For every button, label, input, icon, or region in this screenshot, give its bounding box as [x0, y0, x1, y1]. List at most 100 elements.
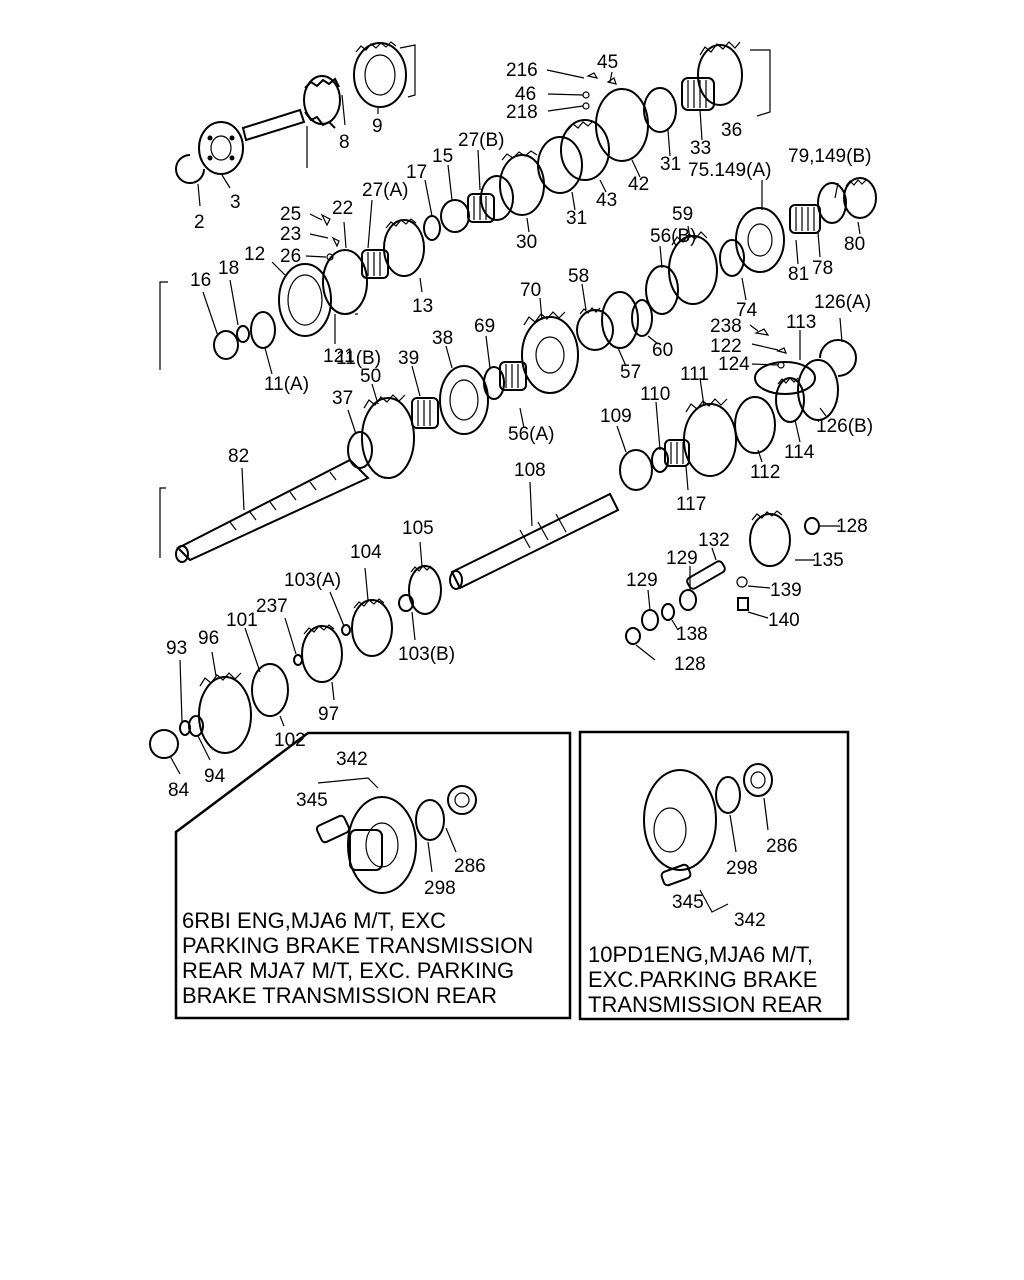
label-45: 45: [597, 52, 618, 73]
label-132: 132: [698, 530, 730, 551]
label-218: 218: [506, 102, 538, 123]
label-37: 37: [332, 388, 353, 409]
label-122: 122: [710, 336, 742, 357]
mainshaft-middle-row: [347, 283, 857, 479]
label-105: 105: [402, 518, 434, 539]
label-22: 22: [332, 198, 353, 219]
inset2-label-298: 298: [726, 858, 758, 879]
label-103b: 103(B): [398, 644, 455, 665]
label-140: 140: [768, 610, 800, 631]
label-39: 39: [398, 348, 419, 369]
label-31b: 31: [660, 154, 681, 175]
left-caption-line-4: BRAKE TRANSMISSION REAR: [182, 983, 497, 1008]
inset1-label-298: 298: [424, 878, 456, 899]
label-93: 93: [166, 638, 187, 659]
label-124: 124: [718, 354, 750, 375]
input-shaft-group: [175, 41, 416, 207]
label-33: 33: [690, 138, 711, 159]
label-43: 43: [596, 190, 617, 211]
label-46: 46: [515, 84, 536, 105]
label-80: 80: [844, 234, 865, 255]
label-11a: 11(A): [264, 374, 309, 395]
label-117: 117: [676, 494, 706, 515]
inset2-label-342: 342: [734, 910, 766, 931]
label-74: 74: [736, 300, 758, 321]
mainshaft-right-end: [645, 177, 877, 315]
label-57: 57: [620, 362, 641, 383]
inset2-label-286: 286: [766, 836, 798, 857]
label-78: 78: [812, 258, 833, 279]
label-238: 238: [710, 316, 742, 337]
label-111: 111: [680, 364, 709, 385]
label-135: 135: [812, 550, 844, 571]
label-103a: 103(A): [284, 570, 341, 591]
left-caption-line-3: REAR MJA7 M/T, EXC. PARKING: [182, 958, 514, 983]
label-109: 109: [600, 406, 632, 427]
label-138: 138: [676, 624, 708, 645]
label-81: 81: [788, 264, 809, 285]
label-26: 26: [280, 246, 301, 267]
label-104: 104: [350, 542, 382, 563]
label-129b: 129: [626, 570, 658, 591]
label-114: 114: [784, 442, 815, 463]
label-2: 2: [194, 212, 205, 233]
inset1-label-286: 286: [454, 856, 486, 877]
label-11b: 11(B): [336, 348, 381, 369]
label-113: 113: [786, 312, 816, 333]
inset1-label-342: 342: [336, 749, 368, 770]
inset-box-10pd1: [578, 730, 850, 1021]
label-18: 18: [218, 258, 239, 279]
label-69: 69: [474, 316, 495, 337]
label-82: 82: [228, 446, 249, 467]
right-caption-line-1: 10PD1ENG,MJA6 M/T,: [588, 942, 813, 967]
label-16: 16: [190, 270, 211, 291]
label-42: 42: [628, 174, 649, 195]
label-237: 237: [256, 596, 288, 617]
label-56a: 56(A): [508, 424, 554, 445]
label-27a: 27(A): [362, 180, 408, 201]
label-60: 60: [652, 340, 673, 361]
label-94: 94: [204, 766, 226, 787]
right-caption-line-2: EXC.PARKING BRAKE: [588, 967, 817, 992]
label-12: 12: [244, 244, 265, 265]
inset-box-6rbi: [174, 731, 572, 1020]
label-36: 36: [721, 120, 742, 141]
reverse-idler-group: [625, 510, 840, 661]
label-38: 38: [432, 328, 453, 349]
label-126b: 126(B): [816, 416, 873, 437]
label-128a: 128: [836, 516, 868, 537]
label-216: 216: [506, 60, 538, 81]
inset-captions: 6RBI ENG,MJA6 M/T, EXC PARKING BRAKE TRA…: [182, 908, 823, 1017]
label-110: 110: [640, 384, 670, 405]
right-caption-line-3: TRANSMISSION REAR: [588, 992, 823, 1017]
label-50: 50: [360, 366, 381, 387]
label-139: 139: [770, 580, 802, 601]
label-56b: 56(B): [650, 226, 696, 247]
top-right-gear-group: [499, 41, 771, 216]
label-58: 58: [568, 266, 589, 287]
inset1-label-345: 345: [296, 790, 328, 811]
label-101: 101: [226, 610, 258, 631]
label-112: 112: [750, 462, 780, 483]
mainshaft-upper-row: [159, 149, 530, 375]
countershaft-right-group: [616, 359, 839, 491]
label-108: 108: [514, 460, 546, 481]
label-128b: 128: [674, 654, 706, 675]
main-shafts: [159, 458, 620, 590]
label-23: 23: [280, 224, 301, 245]
label-102: 102: [274, 730, 306, 751]
label-84: 84: [168, 780, 190, 801]
label-15: 15: [432, 146, 453, 167]
label-31a: 31: [566, 208, 587, 229]
label-75-149a: 75.149(A): [688, 160, 771, 181]
label-121: 121: [323, 346, 355, 367]
left-caption-line-1: 6RBI ENG,MJA6 M/T, EXC: [182, 908, 446, 933]
label-8: 8: [339, 132, 350, 153]
label-97: 97: [318, 704, 339, 725]
label-126a: 126(A): [814, 292, 871, 313]
part-number-labels: 2 3 8 9 216 45 46 218 33 36 27(B) 15 17 …: [166, 52, 873, 931]
label-30: 30: [516, 232, 537, 253]
left-caption-line-2: PARKING BRAKE TRANSMISSION: [182, 933, 533, 958]
label-3: 3: [230, 192, 241, 213]
